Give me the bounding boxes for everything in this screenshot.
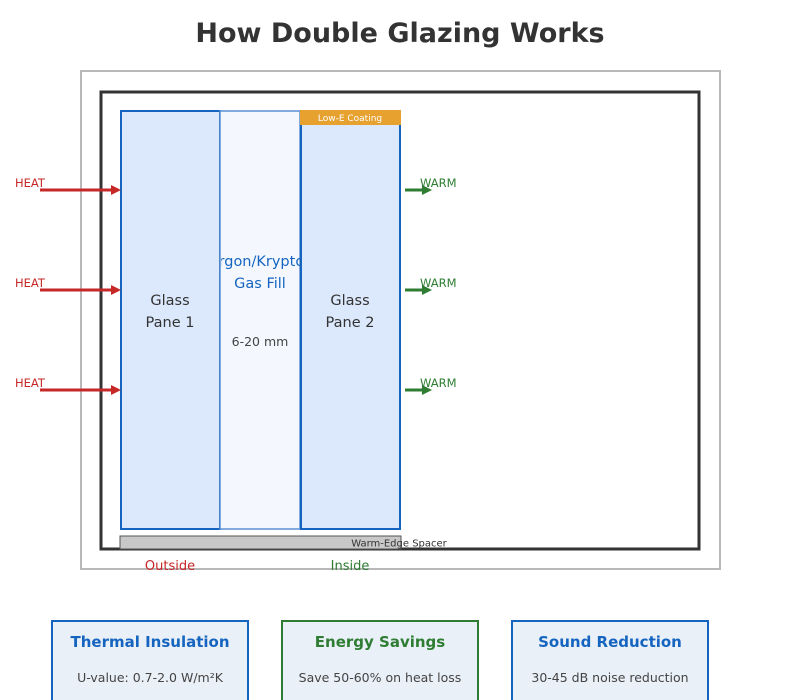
warm-arrowhead-icon bbox=[422, 285, 432, 295]
low-e-coating-label: Low-E Coating bbox=[318, 114, 382, 124]
warm-label: WARM bbox=[420, 176, 457, 190]
pane-2-label-line-1: Glass bbox=[330, 293, 369, 309]
warm-edge-spacer-label: Warm-Edge Spacer bbox=[351, 539, 447, 550]
low-e-coating bbox=[300, 110, 401, 125]
page-title: How Double Glazing Works bbox=[195, 18, 604, 49]
warm-arrow-1: WARM bbox=[405, 176, 457, 195]
heat-arrow-2: HEAT bbox=[15, 276, 121, 295]
warm-edge-spacer bbox=[119, 535, 402, 550]
card-text: U-value: 0.7-2.0 W/m²K bbox=[77, 670, 223, 685]
gap-width-label: 6-20 mm bbox=[232, 334, 289, 349]
warm-arrowhead-icon bbox=[422, 385, 432, 395]
heat-arrowhead-icon bbox=[111, 285, 121, 295]
heat-label: HEAT bbox=[15, 376, 46, 390]
gas-fill-label-line-2: Gas Fill bbox=[234, 276, 286, 292]
warm-arrow-3: WARM bbox=[405, 376, 457, 395]
card-text: 30-45 dB noise reduction bbox=[531, 670, 689, 685]
heat-arrowhead-icon bbox=[111, 385, 121, 395]
card-text: Save 50-60% on heat loss bbox=[298, 670, 462, 685]
warm-arrow-2: WARM bbox=[405, 276, 457, 295]
heat-arrow-1: HEAT bbox=[15, 176, 121, 195]
card-title: Energy Savings bbox=[314, 633, 446, 651]
outside-label: Outside bbox=[145, 559, 195, 574]
pane-1-label-line-2: Pane 1 bbox=[146, 315, 195, 331]
heat-arrowhead-icon bbox=[111, 185, 121, 195]
gas-fill-label-line-1: Argon/Krypton bbox=[209, 254, 314, 270]
card-sound-reduction: Sound Reduction 30-45 dB noise reduction bbox=[511, 620, 709, 700]
pane-2-label-line-2: Pane 2 bbox=[326, 315, 375, 331]
card-title: Sound Reduction bbox=[538, 633, 682, 651]
glass-pane-2 bbox=[300, 110, 401, 530]
card-thermal-insulation: Thermal Insulation U-value: 0.7-2.0 W/m²… bbox=[51, 620, 249, 700]
warm-label: WARM bbox=[420, 376, 457, 390]
warm-arrowhead-icon bbox=[422, 185, 432, 195]
gas-gap bbox=[219, 110, 301, 530]
heat-arrow-3: HEAT bbox=[15, 376, 121, 395]
inside-label: Inside bbox=[331, 559, 370, 574]
card-title: Thermal Insulation bbox=[70, 633, 230, 651]
card-energy-savings: Energy Savings Save 50-60% on heat loss bbox=[281, 620, 479, 700]
glass-pane-1 bbox=[120, 110, 221, 530]
heat-label: HEAT bbox=[15, 276, 46, 290]
warm-label: WARM bbox=[420, 276, 457, 290]
heat-label: HEAT bbox=[15, 176, 46, 190]
pane-1-label-line-1: Glass bbox=[150, 293, 189, 309]
